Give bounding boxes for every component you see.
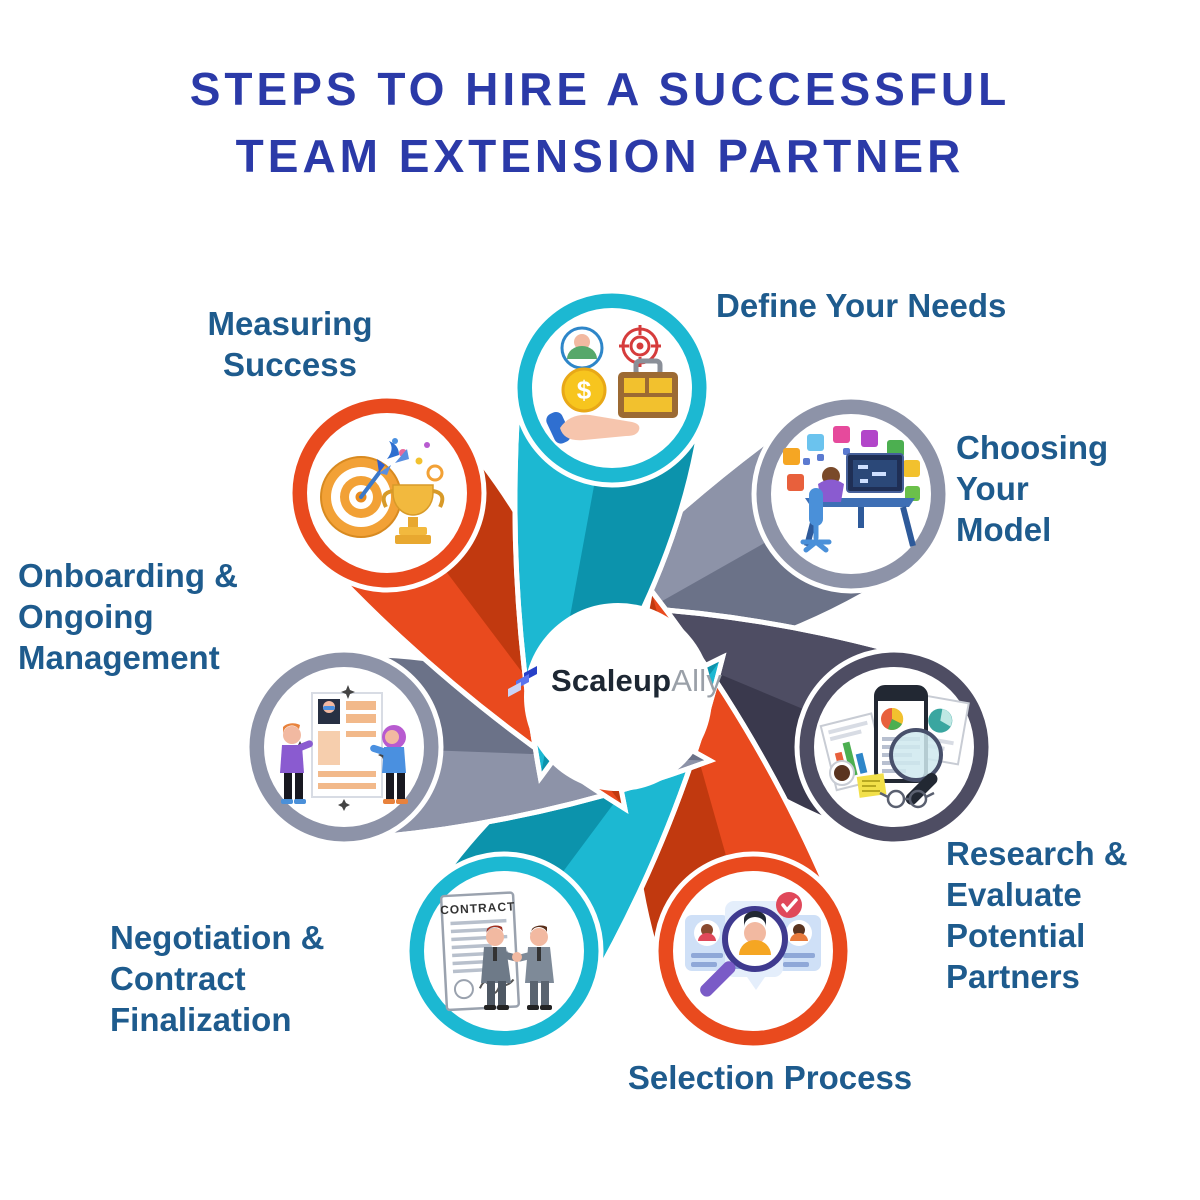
- step-label-choosing-your-model: Choosing Your Model: [956, 429, 1109, 548]
- title-line-2: TEAM EXTENSION PARTNER: [235, 129, 965, 182]
- step-label-negotiation-contract: Negotiation & Contract Finalization: [110, 919, 325, 1038]
- title-line-1: STEPS TO HIRE A SUCCESSFUL: [189, 63, 1011, 115]
- step-label-onboarding-management: Onboarding & Ongoing Management: [18, 557, 238, 676]
- center-disc: [524, 603, 712, 791]
- brand-logo: ScaleupAlly: [440, 658, 790, 704]
- brand-name-light: Ally: [671, 663, 723, 698]
- step-label-define-your-needs: Define Your Needs: [716, 287, 1007, 324]
- page-title: STEPS TO HIRE A SUCCESSFUL TEAM EXTENSIO…: [0, 56, 1200, 189]
- step-label-selection-process: Selection Process: [627, 1059, 913, 1096]
- petal-outline: [512, 385, 708, 784]
- step-label-measuring-success: Measuring Success: [207, 305, 373, 383]
- step-label-research-evaluate: Research & Evaluate Potential Partners: [946, 835, 1128, 995]
- brand-name-bold: Scaleup: [550, 663, 672, 698]
- brand-name: ScaleupAlly: [551, 663, 722, 699]
- scaleupally-steps-icon: [507, 666, 537, 697]
